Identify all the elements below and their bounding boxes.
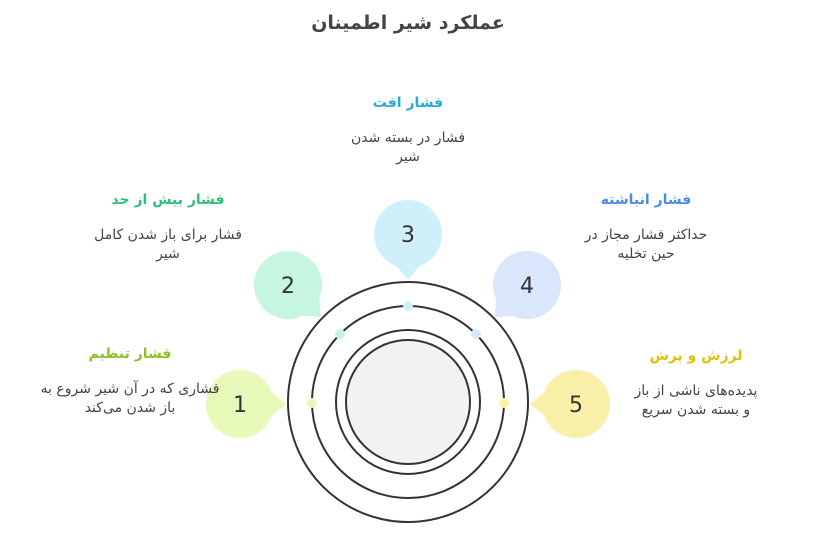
bubble-circle	[374, 200, 442, 268]
ring-marker-dot	[403, 301, 413, 311]
heading-2: فشار بیش از حد	[111, 192, 225, 208]
bubble-number: 2	[281, 274, 295, 299]
label-4: فشار انباشته حداکثر فشار مجاز در حین تخل…	[556, 192, 736, 264]
bubble-3: 3	[374, 200, 442, 311]
bubble-number: 3	[401, 223, 415, 248]
description-4: حداکثر فشار مجاز در حین تخلیه	[584, 227, 708, 262]
description-3: فشار در بسته شدن شیر	[350, 130, 466, 165]
heading-5: لرزش و پرش	[649, 348, 743, 364]
bubble-tail	[271, 392, 286, 416]
description-2: فشار برای باز شدن کامل شیر	[94, 227, 242, 262]
bubble-tail	[396, 265, 420, 280]
bubble-circle	[493, 251, 561, 319]
diagram-title: عملکرد شیر اطمینان	[311, 12, 505, 34]
bubble-circle	[542, 370, 610, 438]
ring-marker-dot	[471, 329, 481, 339]
label-5: لرزش و پرش پدیده‌های ناشی از باز و بسته …	[606, 348, 786, 420]
bubble-number: 4	[520, 274, 534, 299]
bubble-5: 5	[499, 370, 610, 438]
core-circle	[345, 339, 471, 465]
description-5: پدیده‌های ناشی از باز و بسته شدن سریع	[634, 383, 758, 418]
outer-ring	[287, 281, 529, 523]
bubble-number: 5	[569, 393, 583, 418]
ring-marker-dot	[335, 329, 345, 339]
ring-marker-dot	[307, 398, 317, 408]
heading-3: فشار افت	[372, 95, 444, 111]
bubble-circle	[206, 370, 274, 438]
label-3: فشار افت فشار در بسته شدن شیر	[318, 95, 498, 167]
description-1: فشاری که در آن شیر شروع به باز شدن می‌کن…	[40, 381, 220, 416]
bubble-circle	[254, 251, 322, 319]
heading-4: فشار انباشته	[600, 192, 692, 208]
bubble-4: 4	[471, 251, 561, 339]
label-1: فشار تنظیم فشاری که در آن شیر شروع به با…	[40, 346, 220, 418]
bubble-tail	[530, 392, 545, 416]
bubble-2: 2	[254, 251, 345, 339]
bubble-number: 1	[233, 393, 247, 418]
ring-marker-dot	[499, 398, 509, 408]
heading-1: فشار تنظیم	[88, 346, 172, 362]
label-2: فشار بیش از حد فشار برای باز شدن کامل شی…	[78, 192, 258, 264]
bubble-1: 1	[206, 370, 317, 438]
